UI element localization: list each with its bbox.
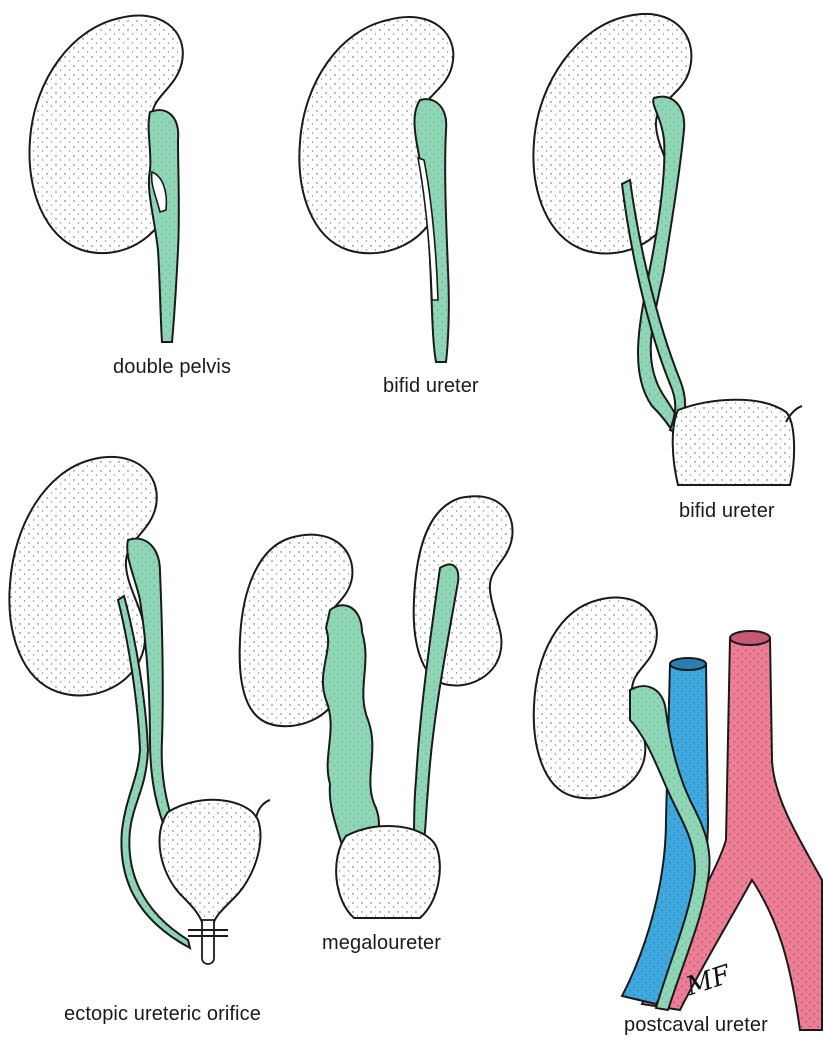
- bladder: [336, 826, 440, 918]
- label-bifid-ureter-1: bifid ureter: [383, 375, 479, 398]
- panel-postcaval-ureter: [534, 598, 822, 1030]
- megaloureter: [323, 605, 379, 852]
- aorta-opening: [730, 631, 770, 645]
- ureter: [256, 800, 270, 818]
- label-double-pelvis: double pelvis: [113, 356, 231, 379]
- panel-bifid-ureter-1: [299, 17, 453, 362]
- label-ectopic-ureteric-orifice: ectopic ureteric orifice: [64, 1003, 261, 1026]
- panel-megaloureter: [240, 496, 513, 918]
- panel-ectopic-ureteric-orifice: [9, 457, 270, 964]
- bladder: [159, 800, 260, 922]
- bladder: [673, 400, 794, 485]
- vena-cava-opening: [670, 658, 706, 670]
- urethra: [202, 920, 214, 964]
- label-postcaval-ureter: postcaval ureter: [624, 1014, 768, 1037]
- label-bifid-ureter-2: bifid ureter: [679, 500, 775, 523]
- label-megaloureter: megaloureter: [322, 932, 441, 955]
- panel-bifid-ureter-2: [533, 14, 802, 485]
- panel-double-pelvis: [29, 16, 182, 342]
